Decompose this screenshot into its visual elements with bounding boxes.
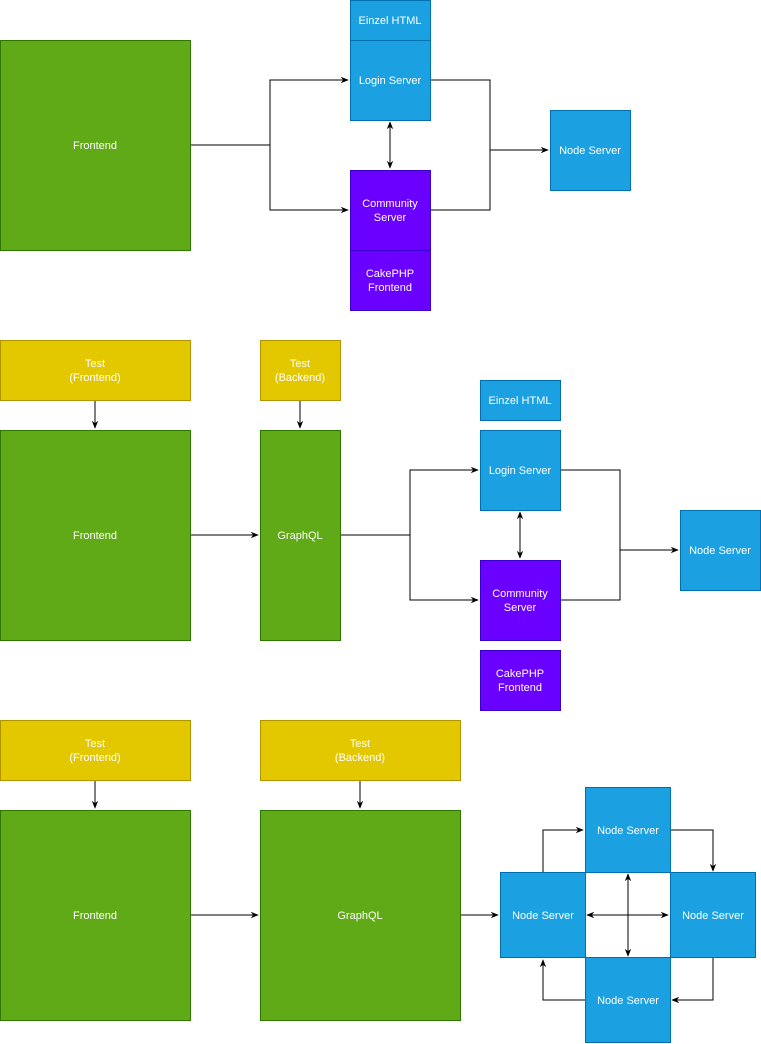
community-server-label-1: Community (362, 198, 418, 210)
node-server-top-box[interactable]: Node Server (585, 787, 671, 873)
test-backend-label-1: Test (290, 358, 310, 370)
edge-login-merge (430, 79, 491, 211)
diagram-1: Frontend Einzel HTML Login Server Commun… (0, 0, 631, 311)
test-backend-box[interactable]: Test (Backend) (260, 720, 461, 781)
node-server-label: Node Server (689, 545, 751, 557)
test-frontend-label-2: (Frontend) (69, 372, 120, 384)
cakephp-label-2: Frontend (368, 282, 412, 294)
test-backend-box[interactable]: Test (Backend) (260, 340, 341, 401)
node-server-box[interactable]: Node Server (550, 110, 631, 191)
cakephp-label-1: CakePHP (496, 668, 544, 680)
diagram-2: Test (Frontend) Test (Backend) Frontend … (0, 340, 761, 711)
graphql-label: GraphQL (337, 910, 382, 922)
edge-login-merge (560, 469, 621, 601)
test-frontend-label-1: Test (85, 358, 105, 370)
test-frontend-label-1: Test (85, 738, 105, 750)
edge-bottom-left (539, 959, 585, 1001)
diagram-3: Test (Frontend) Test (Backend) Frontend … (0, 720, 756, 1043)
test-backend-label-2: (Backend) (335, 752, 385, 764)
edge-frontend-community (269, 145, 349, 214)
graphql-box[interactable]: GraphQL (260, 430, 341, 641)
node-server-top-label: Node Server (597, 825, 659, 837)
graphql-box[interactable]: GraphQL (260, 810, 461, 1021)
community-server-box[interactable]: Community Server (350, 170, 431, 251)
test-backend-label-1: Test (350, 738, 370, 750)
node-server-right-box[interactable]: Node Server (670, 872, 756, 958)
frontend-box[interactable]: Frontend (0, 430, 191, 641)
test-frontend-box[interactable]: Test (Frontend) (0, 340, 191, 401)
einzel-html-label: Einzel HTML (359, 15, 422, 27)
edge-graphql-login (340, 466, 479, 536)
node-server-bottom-box[interactable]: Node Server (585, 957, 671, 1043)
community-server-label-1: Community (492, 588, 548, 600)
login-server-box[interactable]: Login Server (350, 40, 431, 121)
graphql-label: GraphQL (277, 530, 322, 542)
node-server-label: Node Server (559, 145, 621, 157)
einzel-html-box[interactable]: Einzel HTML (350, 0, 431, 41)
edge-top-right (670, 829, 717, 872)
node-server-bottom-label: Node Server (597, 995, 659, 1007)
frontend-label: Frontend (73, 530, 117, 542)
node-server-left-label: Node Server (512, 910, 574, 922)
test-frontend-box[interactable]: Test (Frontend) (0, 720, 191, 781)
edge-right-bottom (671, 958, 714, 1004)
cakephp-frontend-box[interactable]: CakePHP Frontend (480, 650, 561, 711)
edge-graphql-community (409, 535, 479, 604)
node-server-box[interactable]: Node Server (680, 510, 761, 591)
cakephp-frontend-box[interactable]: CakePHP Frontend (350, 250, 431, 311)
frontend-label: Frontend (73, 910, 117, 922)
cakephp-label-1: CakePHP (366, 268, 414, 280)
test-backend-label-2: (Backend) (275, 372, 325, 384)
community-server-label-2: Server (374, 212, 407, 224)
community-server-box[interactable]: Community Server (480, 560, 561, 641)
frontend-box[interactable]: Frontend (0, 40, 191, 251)
node-server-right-label: Node Server (682, 910, 744, 922)
login-server-label: Login Server (359, 75, 422, 87)
einzel-html-label: Einzel HTML (489, 395, 552, 407)
community-server-label-2: Server (504, 602, 537, 614)
edge-left-top (542, 826, 584, 873)
login-server-box[interactable]: Login Server (480, 430, 561, 511)
frontend-box[interactable]: Frontend (0, 810, 191, 1021)
node-server-left-box[interactable]: Node Server (500, 872, 586, 958)
test-frontend-label-2: (Frontend) (69, 752, 120, 764)
frontend-label: Frontend (73, 140, 117, 152)
edge-frontend-login (190, 76, 349, 146)
einzel-html-box[interactable]: Einzel HTML (480, 380, 561, 421)
login-server-label: Login Server (489, 465, 552, 477)
cakephp-label-2: Frontend (498, 682, 542, 694)
